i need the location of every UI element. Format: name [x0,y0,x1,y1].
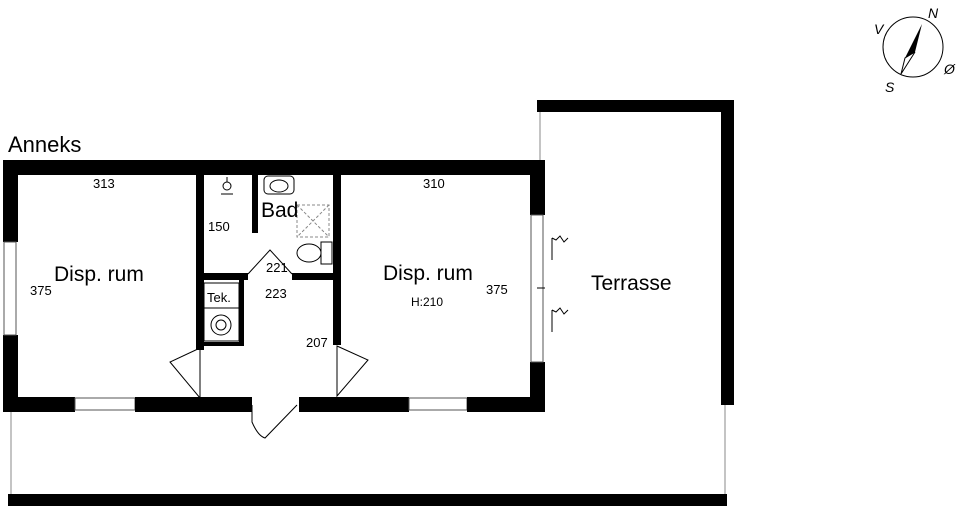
annex-outer-walls [3,160,545,412]
door-swings [169,249,369,439]
building-label: Anneks [8,132,81,157]
dim-hall-c: 207 [306,335,328,350]
terrace [8,100,734,506]
compass: N V Ø S [874,5,956,95]
dim-hall-b: 223 [265,286,287,301]
compass-north: N [928,5,939,21]
left-room-label: Disp. rum [54,263,144,286]
bathroom-fixtures [221,175,333,265]
compass-south: S [885,79,895,95]
interior-walls [196,175,341,350]
dim-right-width: 310 [423,176,445,191]
terrace-label: Terrasse [591,272,672,295]
right-room-label: Disp. rum [383,262,473,285]
technical-room [203,282,240,342]
dim-right-depth: 375 [486,282,508,297]
dim-right-height: H:210 [411,295,443,309]
dim-left-width: 313 [93,176,115,191]
dim-left-depth: 375 [30,283,52,298]
compass-west: V [874,21,885,37]
dim-hall-a: 221 [266,260,288,275]
bathroom-label: Bad [261,199,298,222]
terrace-door [530,214,569,363]
compass-east: Ø [943,61,956,77]
technical-label: Tek. [207,290,231,305]
dim-bath-width: 150 [208,219,230,234]
